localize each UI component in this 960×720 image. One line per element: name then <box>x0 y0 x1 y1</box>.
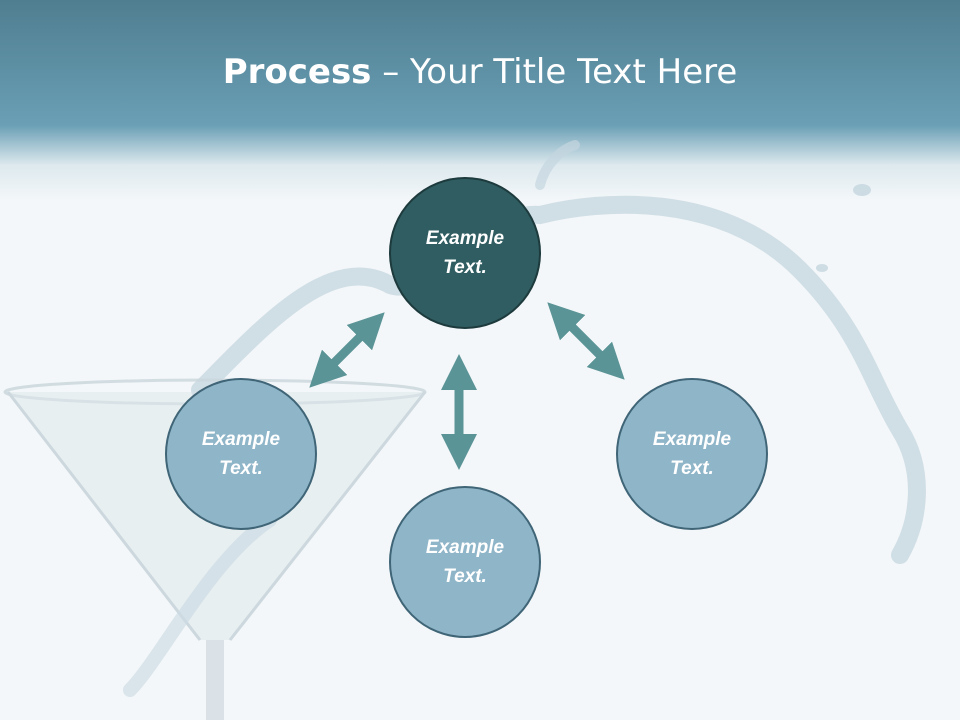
right-circle: Example Text. <box>616 378 768 530</box>
water-splash-arc <box>191 195 926 564</box>
center-circle-text: Example Text. <box>425 228 505 278</box>
center-circle: Example Text. <box>389 177 541 329</box>
slide-title: Process – Your Title Text Here <box>0 52 960 92</box>
left-circle-text: Example Text. <box>201 429 281 479</box>
bottom-circle-text: Example Text. <box>425 537 505 587</box>
title-bar <box>0 0 960 200</box>
title-bold: Process <box>222 52 372 92</box>
right-circle-text: Example Text. <box>652 429 732 479</box>
title-rest: – Your Title Text Here <box>371 52 738 92</box>
bottom-circle: Example Text. <box>389 486 541 638</box>
left-circle: Example Text. <box>165 378 317 530</box>
